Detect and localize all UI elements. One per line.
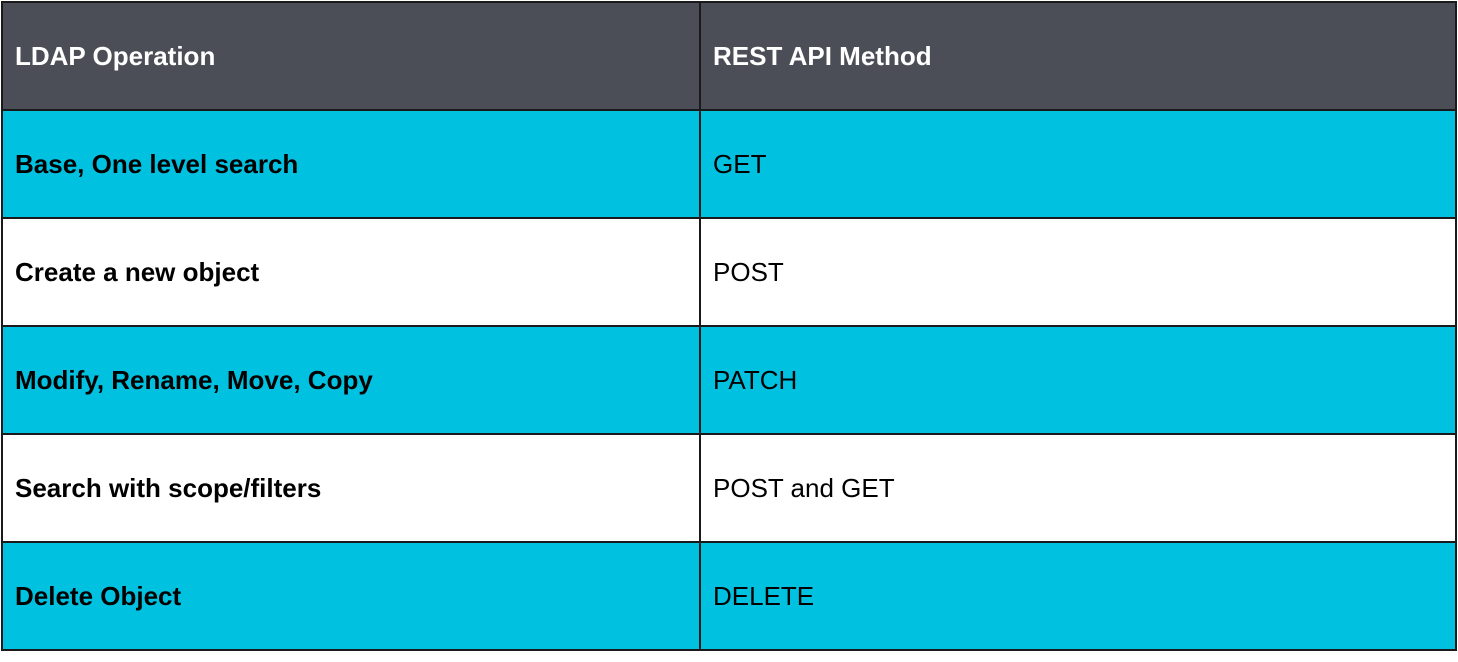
table-row: Modify, Rename, Move, Copy PATCH <box>1 325 1457 435</box>
ldap-operation-cell: Modify, Rename, Move, Copy <box>1 325 701 435</box>
header-rest-method: REST API Method <box>699 1 1457 111</box>
ldap-operation-cell: Base, One level search <box>1 109 701 219</box>
table-row: Create a new object POST <box>1 217 1457 327</box>
ldap-operation-cell: Create a new object <box>1 217 701 327</box>
table-row: Search with scope/filters POST and GET <box>1 433 1457 543</box>
rest-method-cell: GET <box>699 109 1457 219</box>
ldap-operation-cell: Delete Object <box>1 541 701 651</box>
rest-method-cell: PATCH <box>699 325 1457 435</box>
header-row: LDAP Operation REST API Method <box>1 1 1457 111</box>
table-row: Base, One level search GET <box>1 109 1457 219</box>
ldap-operation-cell: Search with scope/filters <box>1 433 701 543</box>
table-row: Delete Object DELETE <box>1 541 1457 651</box>
rest-method-cell: POST <box>699 217 1457 327</box>
rest-method-cell: POST and GET <box>699 433 1457 543</box>
rest-method-cell: DELETE <box>699 541 1457 651</box>
header-ldap-operation: LDAP Operation <box>1 1 701 111</box>
